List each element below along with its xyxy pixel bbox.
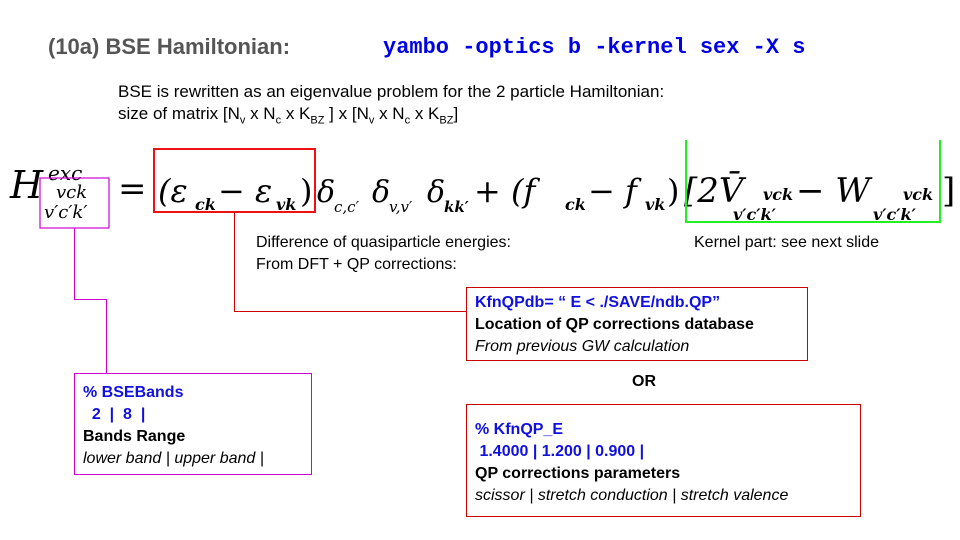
eq-W-sub-top: vck	[903, 185, 933, 204]
eq-f-close: )	[667, 172, 679, 210]
qp-e-variable: % KfnQP_E	[475, 421, 564, 438]
qp-db-variable: KfnQPdb= “ E < ./SAVE/ndb.QP”	[475, 294, 721, 311]
eq-equals: =	[118, 169, 147, 209]
yambo-command: yambo -optics b -kernel sex -X s	[383, 35, 806, 60]
eq-sub-vv: v,v′	[389, 198, 413, 216]
bse-hamiltonian-equation: H exc vck v′c′k′ = (ε ck − ε vk ) δ c,c′…	[9, 140, 955, 229]
bse-bands-fields: lower band | upper band |	[83, 450, 264, 467]
connector-red-vertical	[234, 212, 235, 312]
eq-sub-kk: kk′	[444, 198, 469, 216]
eq-H: H	[9, 163, 44, 207]
qp-difference-note: Difference of quasiparticle energies: Fr…	[256, 232, 511, 276]
eq-sub-cc: c,c′	[334, 198, 360, 216]
connector-magenta-vertical-2	[106, 299, 107, 374]
qp-database-box: KfnQPdb= “ E < ./SAVE/ndb.QP” Location o…	[466, 287, 808, 361]
eq-eps-v: − ε	[218, 172, 272, 210]
connector-magenta-vertical-1	[74, 228, 75, 300]
eq-delta-c: δ	[317, 175, 335, 210]
eq-f-c: + (f	[474, 172, 540, 210]
connector-red-horizontal	[234, 311, 466, 312]
eq-sub-vk: vk	[276, 195, 296, 214]
intro-line-2: size of matrix [Nv x Nc x KBZ ] x [Nv x …	[118, 104, 459, 127]
bse-bands-description: Bands Range	[83, 428, 186, 445]
slide-title: (10a) BSE Hamiltonian:	[48, 34, 291, 59]
highlight-box-kernel	[685, 140, 941, 223]
qp-note-line-2: From DFT + QP corrections:	[256, 256, 457, 273]
eq-close-paren: )	[300, 172, 312, 210]
qp-e-values: 1.4000 | 1.200 | 0.900 |	[475, 443, 645, 460]
qp-e-description: QP corrections parameters	[475, 465, 681, 482]
eq-W: − W	[796, 171, 873, 211]
eq-H-sub-top: vck	[56, 182, 87, 203]
eq-f-v: − f	[588, 172, 642, 210]
eq-eps-c: (ε	[158, 172, 188, 210]
eq-rbracket: ]	[942, 171, 955, 211]
eq-sub-ck: ck	[195, 195, 216, 214]
qp-db-source: From previous GW calculation	[475, 338, 690, 355]
eq-V-sub-top: vck	[763, 185, 793, 204]
kernel-note: Kernel part: see next slide	[694, 234, 879, 251]
eq-delta-k: δ	[427, 175, 445, 210]
eq-V-sub-bot: v′c′k′	[733, 205, 777, 224]
eq-2V: [2V̄	[684, 170, 747, 211]
eq-W-sub-bot: v′c′k′	[873, 205, 917, 224]
eq-H-sup: exc	[48, 161, 82, 185]
intro-line-1: BSE is rewritten as an eigenvalue proble…	[118, 82, 665, 101]
bse-bands-values: 2 | 8 |	[83, 406, 146, 423]
eq-sub-fck: ck	[565, 195, 586, 214]
qp-parameters-box: % KfnQP_E 1.4000 | 1.200 | 0.900 | QP co…	[466, 404, 861, 517]
eq-H-sub-bot: v′c′k′	[44, 202, 87, 223]
qp-note-line-1: Difference of quasiparticle energies:	[256, 234, 511, 251]
bse-bands-variable: % BSEBands	[83, 384, 184, 401]
or-label: OR	[632, 373, 656, 390]
connector-magenta-horizontal	[74, 299, 107, 300]
eq-sub-fvk: vk	[645, 195, 665, 214]
qp-db-description: Location of QP corrections database	[475, 316, 754, 333]
bse-bands-box: % BSEBands 2 | 8 | Bands Range lower ban…	[74, 373, 312, 475]
eq-delta-v: δ	[372, 175, 390, 210]
qp-e-fields: scissor | stretch conduction | stretch v…	[475, 487, 789, 504]
